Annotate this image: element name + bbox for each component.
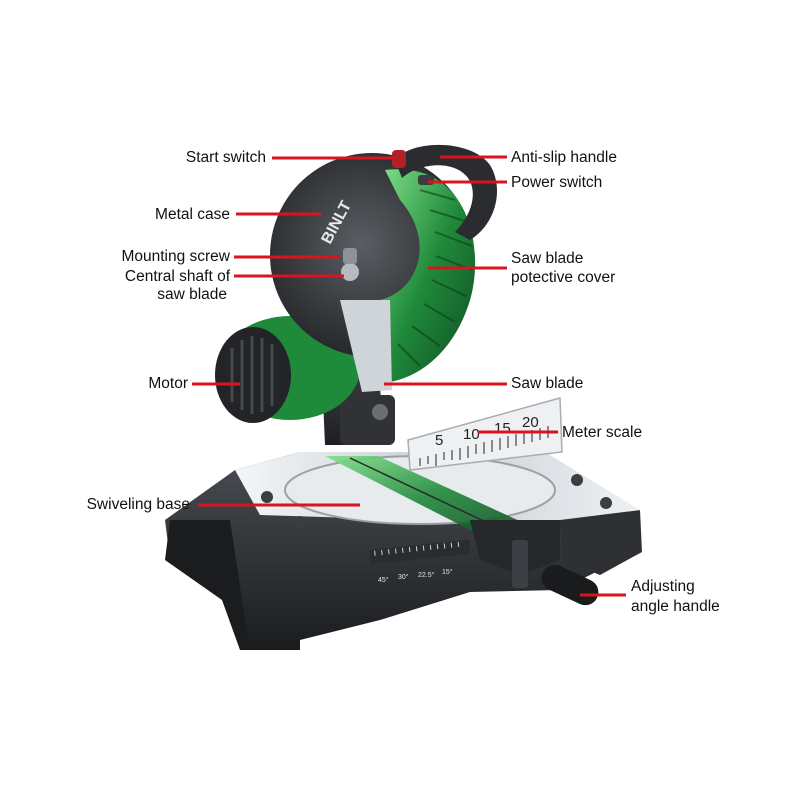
label-metal-case: Metal case xyxy=(155,206,230,223)
protractor-mark: 30° xyxy=(398,573,409,581)
scale-number: 5 xyxy=(435,432,443,449)
leader-lines xyxy=(192,155,626,597)
label-blade-cover-line2: potective cover xyxy=(511,269,616,286)
central-shaft xyxy=(341,263,359,281)
base-left-foot xyxy=(165,520,300,650)
scale-number: 15 xyxy=(494,420,511,437)
protractor-labels: 45° 30° 22.5° 15° xyxy=(378,568,453,584)
protractor-mark: 22.5° xyxy=(418,571,435,579)
plate-screw xyxy=(294,516,306,528)
mounting-screw xyxy=(343,248,357,264)
label-anti-slip-handle: Anti-slip handle xyxy=(511,149,617,166)
label-central-shaft-line2: saw blade xyxy=(157,286,227,303)
label-saw-blade: Saw blade xyxy=(511,375,584,392)
kerf-line xyxy=(349,457,508,533)
label-start-switch: Start switch xyxy=(185,149,266,166)
label-central-shaft-line1: Central shaft of xyxy=(124,268,230,285)
label-swiveling-base: Swiveling base xyxy=(86,496,190,513)
anti-slip-handle xyxy=(395,144,498,240)
protractor-band xyxy=(369,539,471,565)
scale-number: 20 xyxy=(522,414,539,431)
label-blade-cover-line1: Saw blade xyxy=(511,250,584,267)
plate-screw xyxy=(571,474,583,486)
blade-cover-ribs xyxy=(397,189,473,367)
base-right-foot xyxy=(560,510,642,575)
label-adjusting-handle-line1: Adjusting xyxy=(631,578,695,595)
scale-number: 10 xyxy=(463,426,480,443)
motor-vents xyxy=(230,336,274,414)
angle-handle-shaft xyxy=(512,540,528,588)
protractor-ticks xyxy=(374,541,460,556)
protractor-mark: 45° xyxy=(378,576,389,584)
plate-screw xyxy=(600,497,612,509)
label-adjusting-handle-line2: angle handle xyxy=(631,598,720,615)
label-mounting-screw: Mounting screw xyxy=(121,248,230,265)
pivot-bolt xyxy=(372,404,388,420)
start-switch xyxy=(392,150,406,168)
protractor-mark: 15° xyxy=(442,568,453,576)
label-motor: Motor xyxy=(148,375,188,392)
blade-cover xyxy=(380,169,476,383)
pivot-bracket xyxy=(340,395,395,445)
label-power-switch: Power switch xyxy=(511,174,603,191)
plate-screw xyxy=(261,491,273,503)
meter-scale-plate xyxy=(407,397,563,471)
saw-blade xyxy=(340,300,392,392)
label-meter-scale: Meter scale xyxy=(562,424,643,441)
